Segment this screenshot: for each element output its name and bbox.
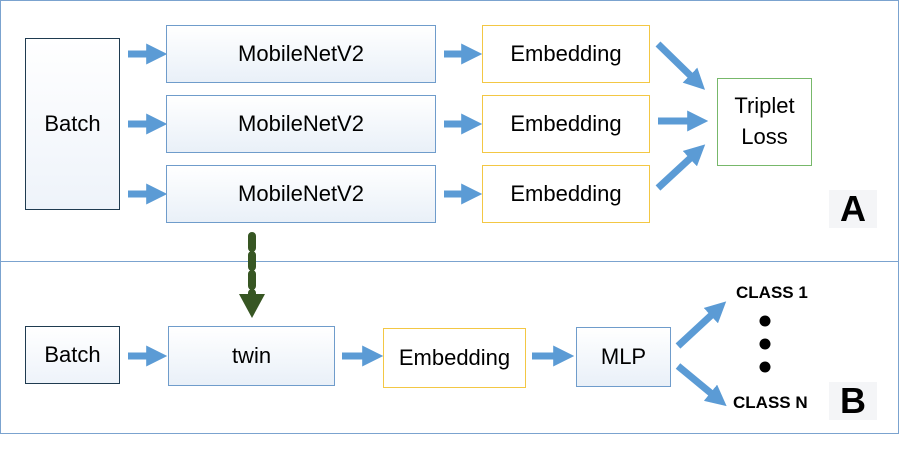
encoder-box-2: MobileNetV2 <box>166 95 436 153</box>
encoder-box-1: MobileNetV2 <box>166 25 436 83</box>
batch-label-b: Batch <box>44 341 101 367</box>
encoder-label-3: MobileNetV2 <box>238 180 364 206</box>
triplet-loss-line-1: Triplet <box>734 93 795 119</box>
embedding-label-2: Embedding <box>510 110 622 136</box>
embedding-box-1: Embedding <box>482 25 650 83</box>
twin-box: twin <box>168 326 335 386</box>
triplet-loss-box: Triplet Loss <box>717 78 812 166</box>
encoder-box-3: MobileNetV2 <box>166 165 436 223</box>
panel-b-tag: B <box>829 380 877 421</box>
arrow-embedding-loss-3 <box>655 144 706 191</box>
embedding-box-3: Embedding <box>482 165 650 223</box>
class-n-label: CLASS N <box>733 393 808 412</box>
triplet-loss-line-2: Loss <box>741 124 788 149</box>
panel-a-tag-text: A <box>840 188 866 229</box>
embedding-box-2: Embedding <box>482 95 650 153</box>
mlp-box: MLP <box>576 327 671 387</box>
embedding-label-1: Embedding <box>510 40 622 66</box>
batch-label-a: Batch <box>44 110 101 136</box>
encoder-label-1: MobileNetV2 <box>238 40 364 66</box>
mlp-label: MLP <box>600 343 647 369</box>
ellipsis-dot-3 <box>759 361 771 373</box>
dashed-arrow-head <box>239 294 265 318</box>
twin-label: twin <box>231 342 272 368</box>
panel-b-tag-text: B <box>840 380 866 421</box>
panel-a-tag: A <box>829 188 877 229</box>
ellipsis-dot-2 <box>759 338 771 350</box>
embedding-box-b: Embedding <box>383 328 526 388</box>
embedding-label-b: Embedding <box>398 344 511 370</box>
arrow-b-mlp-classn <box>675 363 727 407</box>
encoder-label-2: MobileNetV2 <box>238 110 364 136</box>
class-1-label: CLASS 1 <box>736 283 808 302</box>
arrow-b-mlp-class1 <box>675 301 727 349</box>
embedding-label-3: Embedding <box>510 180 622 206</box>
batch-box-a: Batch <box>25 38 120 210</box>
batch-box-b: Batch <box>25 326 120 384</box>
arrow-embedding-loss-1 <box>655 41 706 90</box>
ellipsis-dot-1 <box>759 315 771 327</box>
